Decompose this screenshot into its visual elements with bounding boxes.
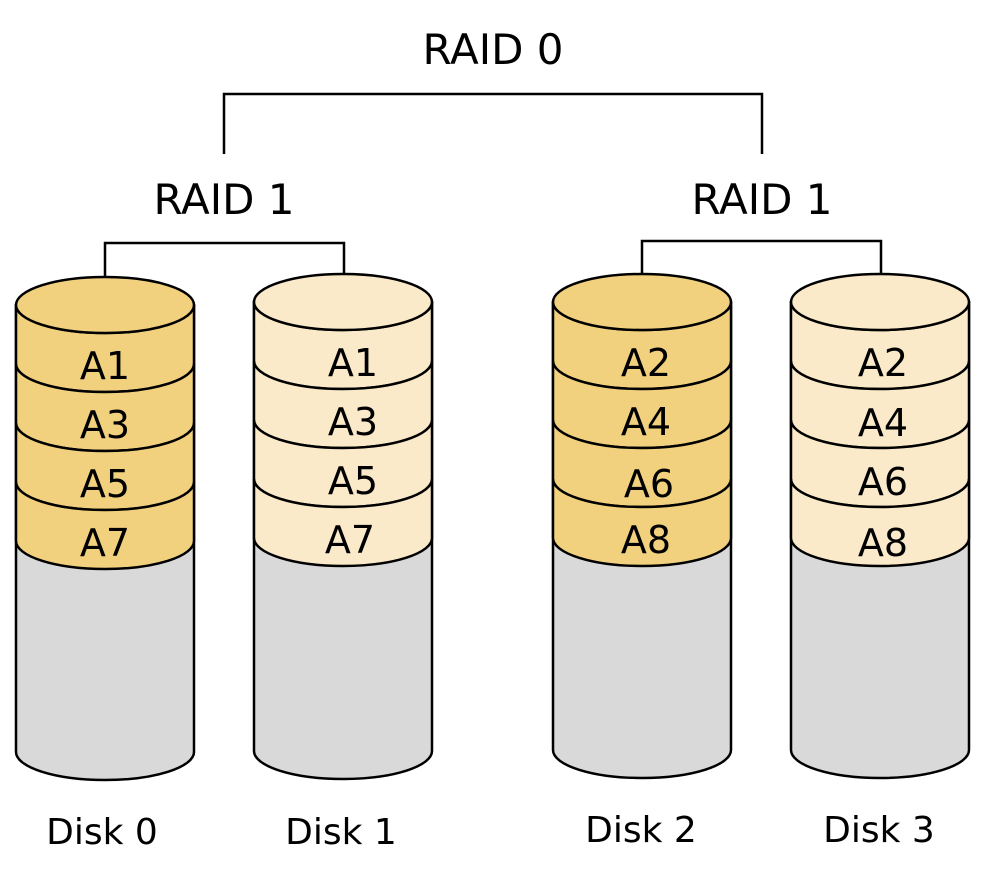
disk-1-stripe-4 xyxy=(252,478,434,568)
disk-1-block-A5: A5 xyxy=(328,459,378,503)
disk-3-block-A8: A8 xyxy=(858,521,908,565)
disk-1-top xyxy=(252,272,434,332)
disk-2-top xyxy=(551,272,733,332)
disk-3-stripe-4 xyxy=(789,478,971,568)
raid0-connector xyxy=(222,92,764,154)
raid1-connector-right xyxy=(640,239,883,300)
disk-0-top xyxy=(14,275,196,335)
disk-1-label: Disk 1 xyxy=(285,812,397,853)
disk-3-top xyxy=(789,272,971,332)
disk-2: A2 A4 A6 A8 Disk 2 xyxy=(551,272,733,851)
disk-2-block-A6: A6 xyxy=(624,462,674,506)
disk-1-block-A3: A3 xyxy=(328,400,378,444)
disk-3-block-A2: A2 xyxy=(858,341,908,385)
raid1-label-right: RAID 1 xyxy=(691,175,832,224)
disk-0-block-A5: A5 xyxy=(80,462,130,506)
disk-2-block-A4: A4 xyxy=(621,400,671,444)
disk-1-block-A7: A7 xyxy=(325,518,375,562)
disk-2-stripe-4 xyxy=(551,478,733,568)
raid1-label-left: RAID 1 xyxy=(153,175,294,224)
disk-1-block-A1: A1 xyxy=(328,341,378,385)
disk-0: A1 A3 A5 A7 Disk 0 xyxy=(14,275,196,853)
disk-2-label: Disk 2 xyxy=(585,810,697,851)
raid1-connector-left xyxy=(103,241,346,302)
disk-0-stripe-4 xyxy=(14,481,196,571)
disk-2-block-A2: A2 xyxy=(621,341,671,385)
disk-0-block-A7: A7 xyxy=(80,521,130,565)
disk-1: A1 A3 A5 A7 Disk 1 xyxy=(252,272,434,853)
disk-3: A2 A4 A6 A8 Disk 3 xyxy=(789,272,971,851)
disk-3-block-A6: A6 xyxy=(858,460,908,504)
disk-2-block-A8: A8 xyxy=(621,518,671,562)
disk-3-block-A4: A4 xyxy=(858,401,908,445)
disk-0-label: Disk 0 xyxy=(46,812,158,853)
disk-0-block-A1: A1 xyxy=(80,344,130,388)
disk-0-block-A3: A3 xyxy=(80,403,130,447)
disk-3-label: Disk 3 xyxy=(823,810,935,851)
raid0-label: RAID 0 xyxy=(422,25,563,74)
